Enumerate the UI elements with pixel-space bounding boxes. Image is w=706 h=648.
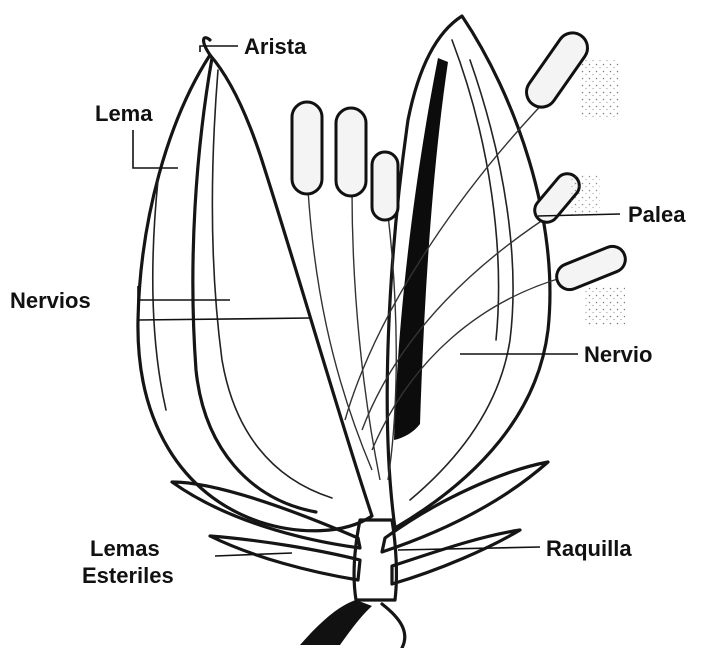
label-nervio: Nervio [584,342,652,367]
stamens-drawing [292,27,629,480]
lemma-drawing [138,38,372,531]
label-arista: Arista [244,34,307,59]
label-raquilla: Raquilla [546,536,632,561]
label-lemas: Lemas [90,536,160,561]
label-nervios: Nervios [10,288,91,313]
leader-lines [133,46,620,556]
label-lema: Lema [95,101,153,126]
label-esteriles: Esteriles [82,563,174,588]
label-palea: Palea [628,202,686,227]
